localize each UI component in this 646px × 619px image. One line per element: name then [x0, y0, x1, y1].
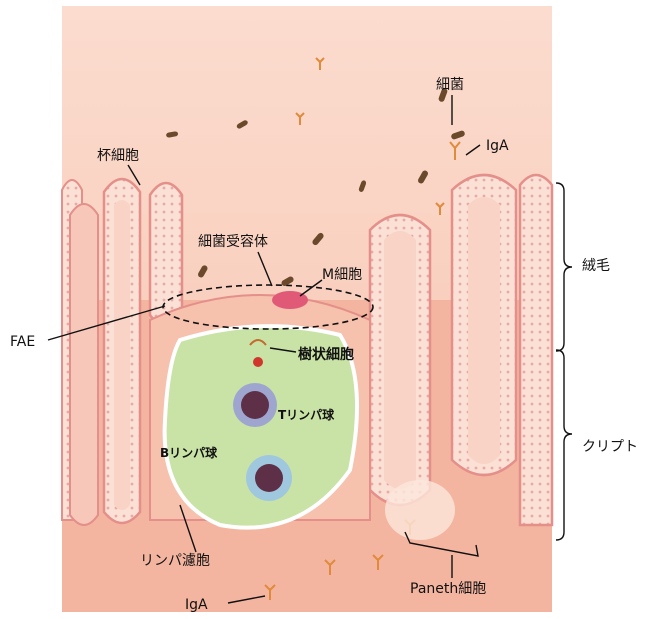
label-iga-top: IgA [486, 138, 509, 154]
t-lymphocyte-cell [233, 383, 277, 427]
label-m-cell: M細胞 [322, 267, 362, 283]
label-fae: FAE [10, 334, 35, 350]
label-goblet-cell: 杯細胞 [97, 148, 139, 164]
b-lymphocyte-cell [246, 455, 292, 501]
label-iga-bottom: IgA [185, 597, 208, 613]
label-lymph-follicle: リンパ濾胞 [140, 553, 210, 569]
label-b-lymphocyte: Bリンパ球 [160, 445, 218, 460]
paneth-cell-region [385, 480, 455, 540]
label-paneth-cell: Paneth細胞 [410, 581, 486, 597]
label-t-lymphocyte: Tリンパ球 [278, 407, 335, 422]
label-dendritic-cell: 樹状細胞 [298, 346, 354, 363]
label-crypt: クリプト [582, 439, 638, 455]
label-villus: 絨毛 [582, 258, 610, 274]
label-bacteria: 細菌 [436, 77, 464, 93]
label-bacterial-receptor: 細菌受容体 [198, 233, 268, 250]
